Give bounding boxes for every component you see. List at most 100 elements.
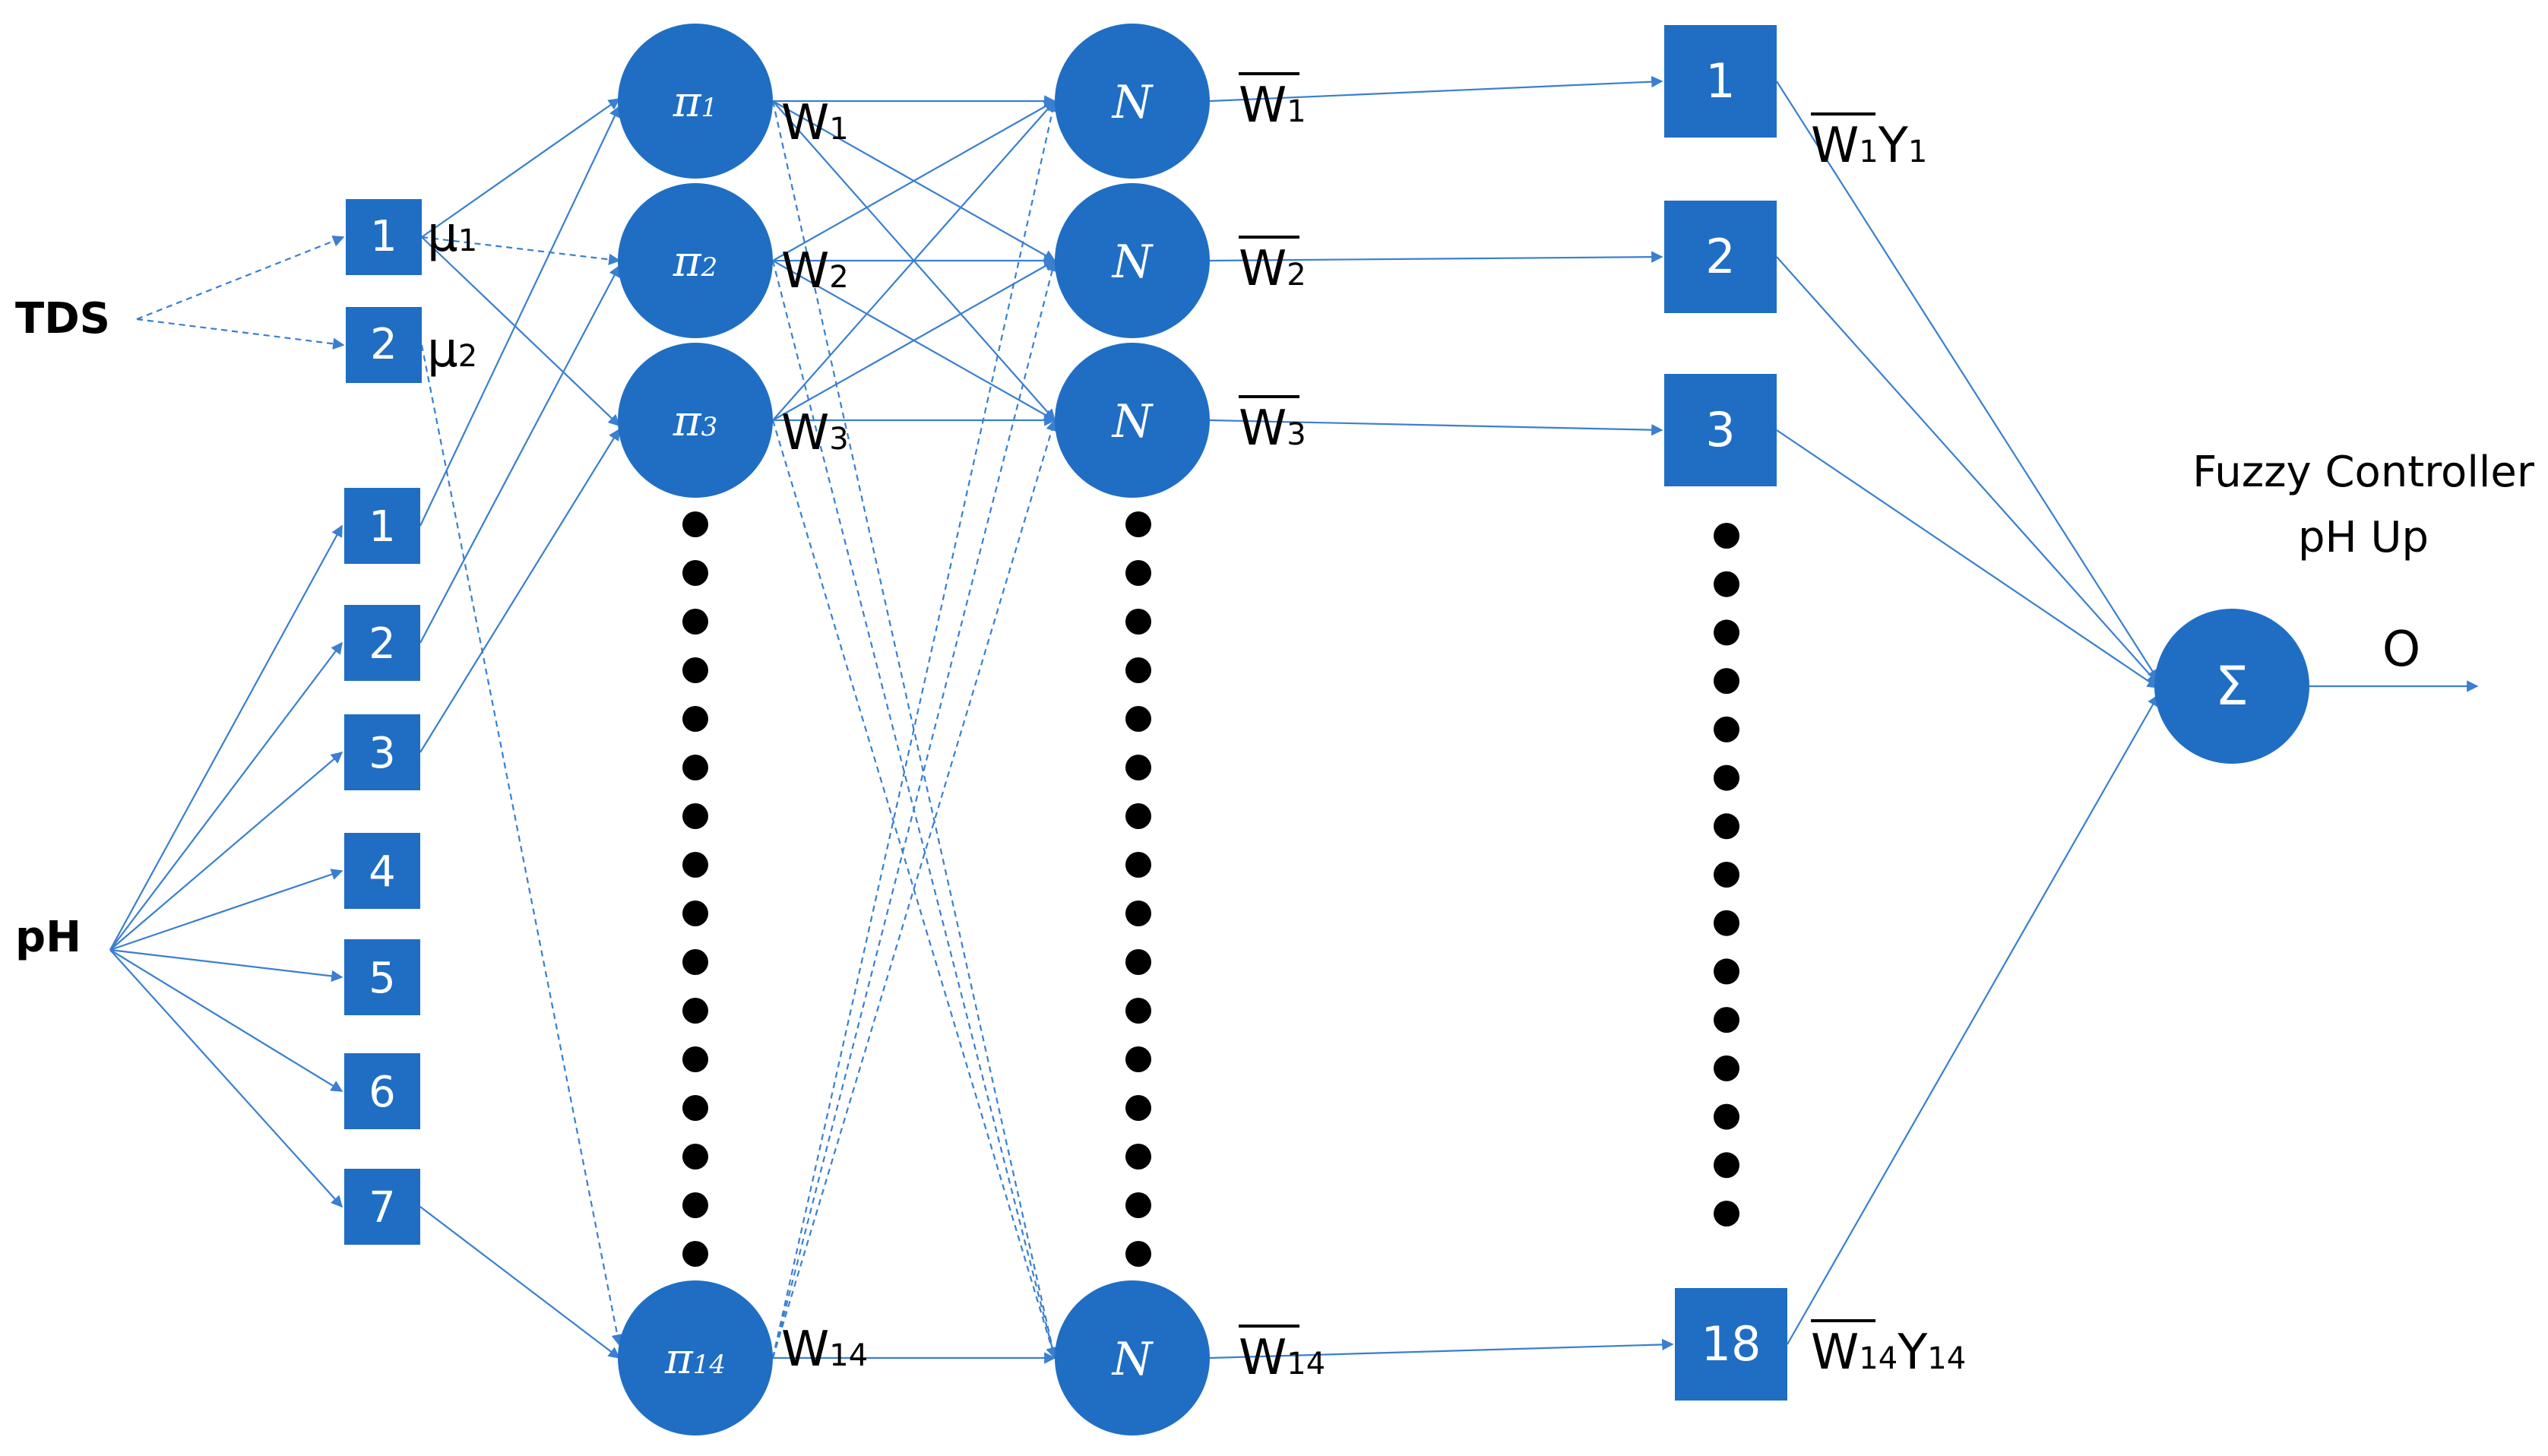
edge-n3-to-r3 <box>1209 419 1663 436</box>
product-node-1-label: π1 <box>673 78 717 127</box>
norm-node-1-label: N <box>1111 76 1154 129</box>
wbar-label-3: W3 <box>1239 395 1306 457</box>
norm-ellipsis-dot <box>1125 1046 1151 1072</box>
edge-tds1-to-pi2 <box>421 236 621 266</box>
ph-mf-4-label: 4 <box>369 847 396 897</box>
w-label-2: W2 <box>781 243 849 299</box>
product-node-2-label: π2 <box>673 237 717 286</box>
ph-mf-1-label: 1 <box>369 502 396 552</box>
product-ellipsis-dot <box>682 901 708 926</box>
mu-2-label: μ2 <box>427 322 477 378</box>
edge-ph-to-mf2 <box>109 641 343 951</box>
edge-r18-to-sum <box>1787 694 2159 1345</box>
product-ellipsis-dot <box>682 755 708 780</box>
norm-node-3: N <box>1055 343 1210 498</box>
rule-node-3: 3 <box>1664 374 1777 486</box>
edge-r1-to-sum <box>1776 81 2159 682</box>
ph-mf-7: 7 <box>344 1169 420 1245</box>
edge-ph-to-mf3 <box>109 752 343 951</box>
product-node-14: π14 <box>618 1280 773 1435</box>
rule-ellipsis-dot <box>1714 958 1739 985</box>
edge-pi4-to-n1 <box>771 100 1059 1359</box>
product-node-3: π3 <box>618 343 773 498</box>
w-label-14: W14 <box>781 1321 868 1378</box>
wbar-label-14-text: W14 <box>1239 1330 1325 1386</box>
product-ellipsis-dot <box>682 998 708 1024</box>
edge-pi4-to-n2 <box>771 259 1059 1359</box>
rule-ellipsis-dot <box>1714 1201 1739 1227</box>
ph-mf-6-label: 6 <box>369 1068 396 1117</box>
wbar-label-1: W1 <box>1239 72 1306 134</box>
product-ellipsis-dot <box>682 706 708 732</box>
ph-mf-group: 1 2 3 4 5 6 7 <box>344 488 420 1245</box>
norm-ellipsis-dot <box>1125 755 1151 780</box>
wbar-label-3-text: W3 <box>1239 400 1306 457</box>
ph-mf-3: 3 <box>344 714 420 790</box>
ph-mf-6: 6 <box>344 1053 420 1129</box>
norm-ellipsis-dot <box>1125 1241 1151 1267</box>
rule-output-label-1-text: W1Y1 <box>1811 118 1927 174</box>
product-node-3-label: π3 <box>673 397 717 446</box>
norm-node-2-label: N <box>1111 236 1154 289</box>
norm-node-14: N <box>1055 1280 1210 1435</box>
edge-ph-to-mf6 <box>109 949 343 1092</box>
w-label-3: W3 <box>781 405 849 461</box>
sum-symbol: Σ <box>2215 655 2249 717</box>
norm-ellipsis-dot <box>1125 511 1151 537</box>
edge-tds2-to-pi14 <box>420 344 623 1347</box>
ph-mf-5-label: 5 <box>369 954 396 1003</box>
ph-mf-2: 2 <box>344 605 420 681</box>
product-ellipsis-dot <box>682 560 708 586</box>
edge-pi4-to-n3 <box>771 419 1058 1359</box>
edge-ph2-to-pi2 <box>419 264 620 644</box>
norm-ellipsis-dot <box>1125 657 1151 683</box>
rule-node-18: 18 <box>1675 1288 1787 1401</box>
product-ellipsis-dot <box>682 1046 708 1072</box>
rule-ellipsis-dot <box>1714 1152 1739 1179</box>
ph-mf-5: 5 <box>344 939 420 1015</box>
edge-tds-to-mf1 <box>136 235 345 321</box>
edge-tds-to-mf2 <box>136 318 345 350</box>
norm-ellipsis-dot <box>1125 1144 1151 1170</box>
rule-ellipsis-dot <box>1714 910 1739 936</box>
rule-node-18-label: 18 <box>1701 1316 1761 1372</box>
rule-ellipsis-dot <box>1714 619 1739 646</box>
wbar-label-2: W2 <box>1239 236 1306 297</box>
product-ellipsis-dot <box>682 609 708 635</box>
rule-ellipsis-dot <box>1714 1055 1739 1081</box>
edge-ph3-to-pi3 <box>419 428 620 753</box>
wbar-label-14: W14 <box>1239 1325 1325 1386</box>
product-ellipsis-dot <box>682 1144 708 1170</box>
norm-ellipsis-dot <box>1125 803 1151 829</box>
edge-n1-to-r1 <box>1209 75 1663 103</box>
connection-edges <box>109 75 2479 1364</box>
wbar-label-2-text: W2 <box>1239 241 1306 297</box>
rule-ellipsis-dot <box>1714 862 1739 888</box>
norm-ellipsis-dot <box>1125 998 1151 1024</box>
tds-mf-2-label: 2 <box>370 320 397 369</box>
norm-ellipsis-dot <box>1125 706 1151 732</box>
w-label-1: W1 <box>781 95 849 151</box>
edge-ph-to-mf1 <box>109 524 343 951</box>
norm-ellipsis-dot <box>1125 1095 1151 1121</box>
ph-mf-4: 4 <box>344 833 420 909</box>
edge-r2-to-sum <box>1776 256 2160 685</box>
input-tds-label: TDS <box>15 294 110 343</box>
norm-node-14-label: N <box>1111 1333 1154 1386</box>
product-node-1: π1 <box>618 24 773 179</box>
edge-pi2-to-n1 <box>772 100 1056 261</box>
tds-mf-1-label: 1 <box>370 212 397 261</box>
rule-node-2: 2 <box>1664 201 1777 313</box>
ph-mf-1: 1 <box>344 488 420 564</box>
output-label: O <box>2382 622 2420 678</box>
input-ph-label: pH <box>15 913 81 962</box>
tds-mf-2: 2 <box>346 307 422 383</box>
ph-mf-7-label: 7 <box>369 1183 396 1233</box>
norm-ellipsis-dot <box>1125 609 1151 635</box>
edge-r3-to-sum <box>1776 429 2160 688</box>
rule-ellipsis-dot <box>1714 813 1739 840</box>
rule-node-1: 1 <box>1664 25 1777 138</box>
edge-tds1-to-pi1 <box>421 98 621 238</box>
edge-ph-to-mf5 <box>109 948 343 983</box>
tds-mf-1: 1 <box>346 199 422 275</box>
